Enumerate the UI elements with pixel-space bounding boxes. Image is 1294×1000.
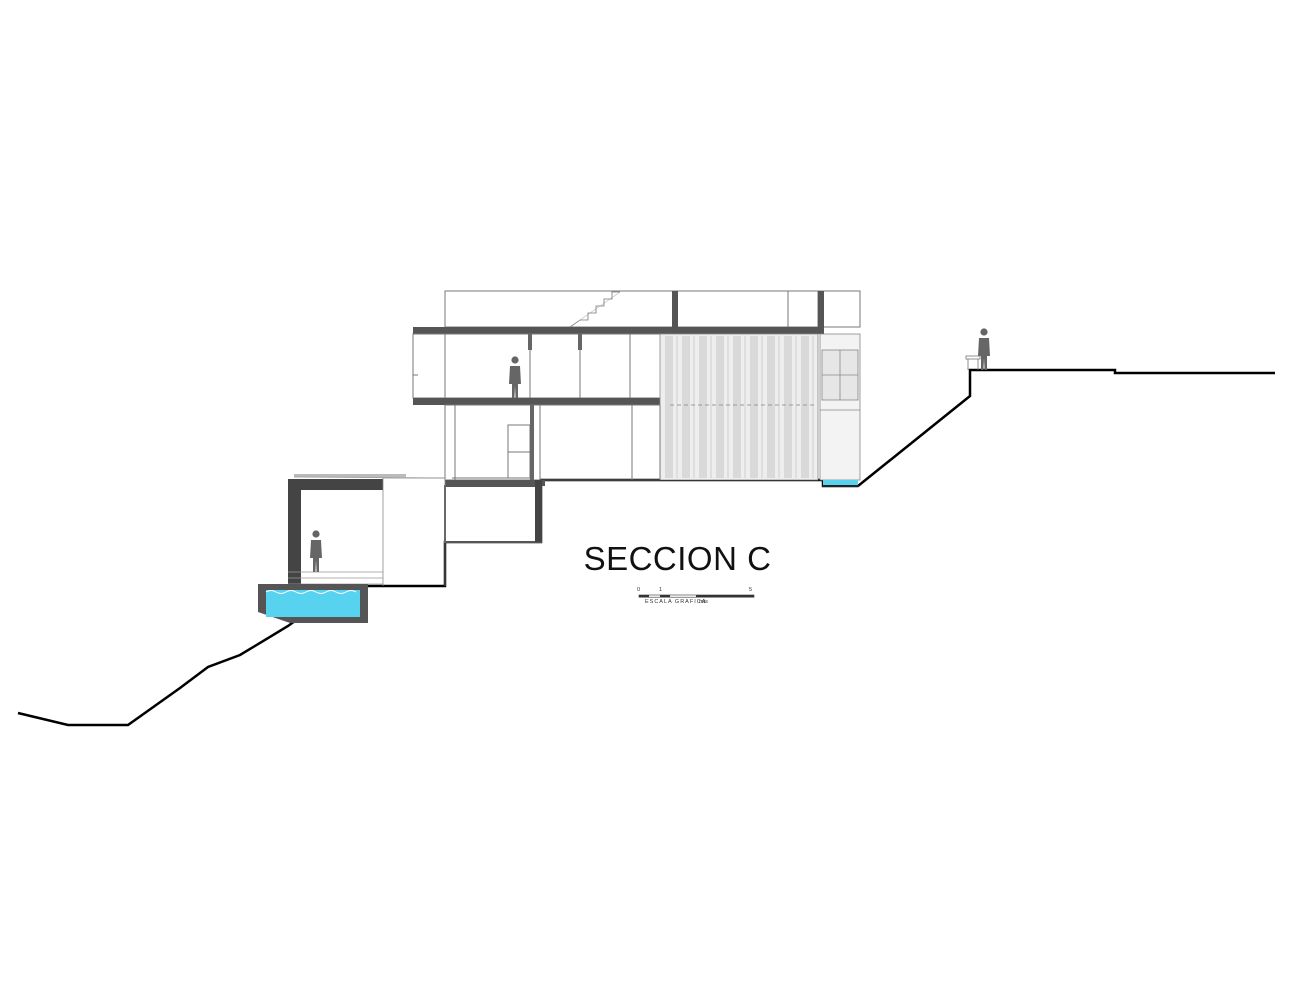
person-figure <box>978 338 990 370</box>
mid-slab <box>413 398 671 405</box>
scale-tick-0: 0 <box>637 587 641 593</box>
pool-pavilion <box>288 474 446 586</box>
person-figure <box>310 540 322 572</box>
swimming-pool <box>258 584 368 623</box>
louvre-blade <box>750 336 758 478</box>
roof-slab <box>413 327 820 334</box>
bench <box>965 355 981 370</box>
section-title: SECCION C <box>583 540 772 577</box>
ground-slab <box>445 480 545 486</box>
basement <box>444 480 542 543</box>
scale-unit: mts <box>699 599 708 605</box>
louvre-blade <box>682 336 690 478</box>
person-figure <box>509 366 521 398</box>
louvre-blade <box>665 336 673 478</box>
louvre-blade <box>699 336 707 478</box>
roof-stair <box>569 291 620 328</box>
person-head <box>980 328 988 336</box>
louvre-blade <box>767 336 775 478</box>
louvre-blade <box>716 336 724 478</box>
person-head <box>312 530 320 538</box>
louvre-blade <box>733 336 741 478</box>
louvre-blade <box>784 336 792 478</box>
reflecting-pool <box>822 480 859 487</box>
vertical-louvres <box>665 336 816 478</box>
louvre-blade <box>801 336 809 478</box>
ground-floor <box>444 404 661 481</box>
roof-parapet <box>444 290 861 328</box>
scale-label: ESCALA GRAFICA <box>645 599 707 605</box>
right-glazing <box>819 333 861 481</box>
scale-tick-5: 5 <box>749 587 753 593</box>
scale-bar <box>638 594 755 598</box>
scale-tick-1: 1 <box>659 587 663 593</box>
upper-floor <box>412 333 672 399</box>
person-head <box>511 356 519 364</box>
human-figures <box>310 328 990 572</box>
